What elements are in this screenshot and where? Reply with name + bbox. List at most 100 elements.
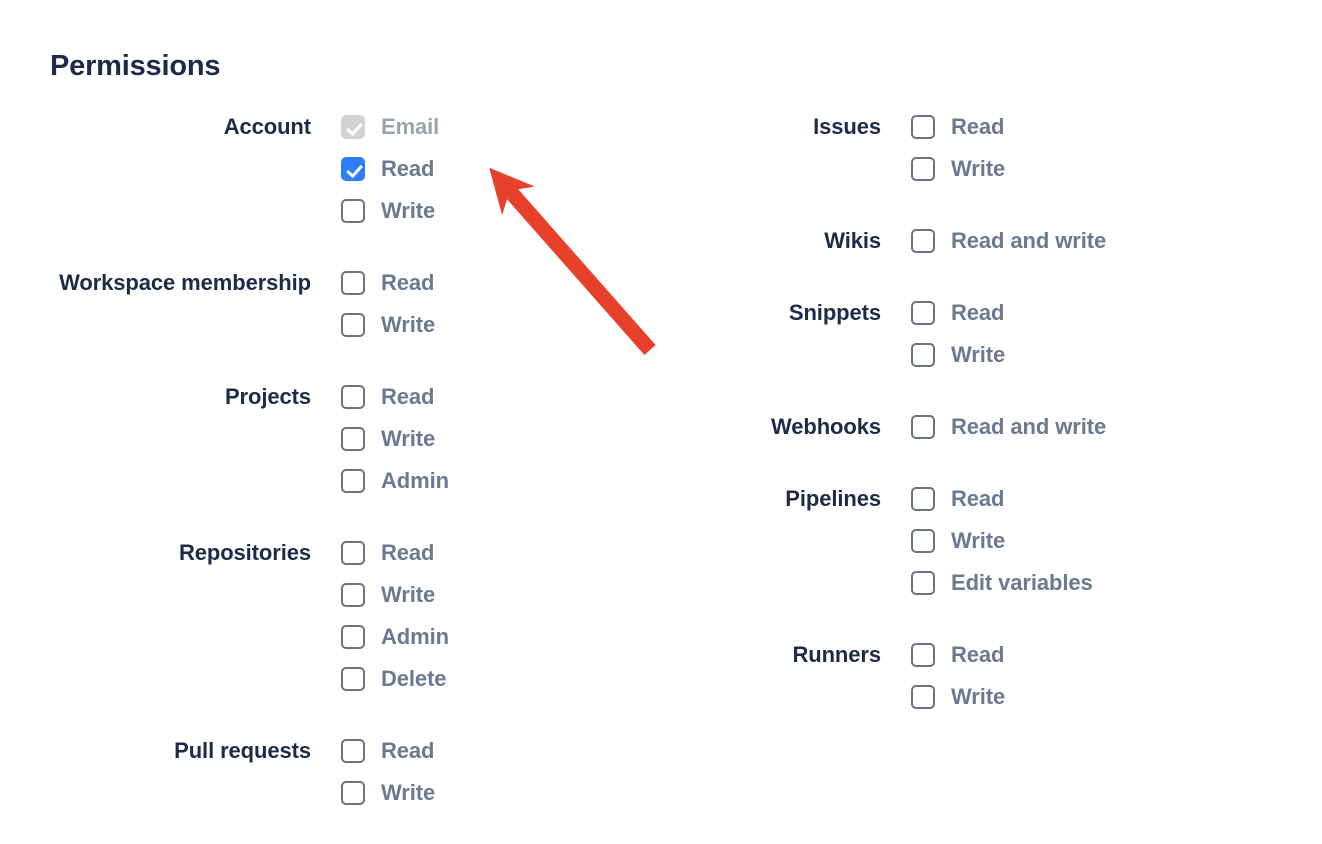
permission-group-label: Workspace membership bbox=[59, 270, 311, 295]
checkbox-unchecked-icon[interactable] bbox=[911, 529, 935, 553]
permission-group-label: Wikis bbox=[824, 228, 881, 253]
checkbox-unchecked-icon[interactable] bbox=[911, 343, 935, 367]
checkbox-unchecked-icon[interactable] bbox=[341, 667, 365, 691]
checkbox-label: Read bbox=[381, 156, 435, 181]
checkbox-label: Read and write bbox=[951, 228, 1107, 253]
permission-group-label: Account bbox=[223, 114, 311, 139]
checkbox-unchecked-icon[interactable] bbox=[341, 541, 365, 565]
checkbox-unchecked-icon[interactable] bbox=[341, 739, 365, 763]
checkbox-row[interactable]: Read bbox=[341, 376, 660, 418]
checkbox-label: Read bbox=[951, 486, 1005, 511]
checkbox-label: Admin bbox=[381, 624, 449, 649]
checkbox-label: Write bbox=[381, 582, 436, 607]
checkbox-unchecked-icon[interactable] bbox=[911, 301, 935, 325]
permission-group: Wikis Read and write bbox=[610, 220, 1270, 262]
permission-group-label: Issues bbox=[813, 114, 881, 139]
permission-group-label: Webhooks bbox=[770, 414, 881, 439]
checkbox-unchecked-icon[interactable] bbox=[911, 643, 935, 667]
checkbox-row[interactable]: Write bbox=[911, 334, 1270, 376]
checkbox-unchecked-icon[interactable] bbox=[911, 415, 935, 439]
checkbox-row[interactable]: Write bbox=[341, 574, 660, 616]
checkbox-label: Write bbox=[951, 684, 1006, 709]
checkbox-row[interactable]: Write bbox=[911, 676, 1270, 718]
checkbox-label: Read bbox=[381, 384, 435, 409]
permission-group-options: Read and write bbox=[911, 406, 1270, 448]
checkbox-unchecked-icon[interactable] bbox=[341, 469, 365, 493]
checkbox-row[interactable]: Read bbox=[911, 292, 1270, 334]
permission-group-label: Pipelines bbox=[785, 486, 881, 511]
checkbox-row[interactable]: Admin bbox=[341, 616, 660, 658]
checkbox-row[interactable]: Read bbox=[341, 262, 660, 304]
checkbox-row[interactable]: Read and write bbox=[911, 406, 1270, 448]
permission-group-label: Pull requests bbox=[174, 738, 311, 763]
checkbox-unchecked-icon[interactable] bbox=[341, 271, 365, 295]
checkbox-checked-icon[interactable] bbox=[341, 157, 365, 181]
checkbox-unchecked-icon[interactable] bbox=[911, 487, 935, 511]
permission-group-label: Snippets bbox=[788, 300, 881, 325]
checkbox-label: Write bbox=[381, 426, 436, 451]
checkbox-unchecked-icon[interactable] bbox=[341, 199, 365, 223]
checkbox-unchecked-icon[interactable] bbox=[341, 781, 365, 805]
checkbox-unchecked-icon[interactable] bbox=[911, 571, 935, 595]
checkbox-unchecked-icon[interactable] bbox=[911, 229, 935, 253]
checkbox-unchecked-icon[interactable] bbox=[341, 385, 365, 409]
checkbox-row[interactable]: Write bbox=[911, 148, 1270, 190]
checkbox-row[interactable]: Write bbox=[341, 772, 660, 814]
checkbox-label: Write bbox=[381, 312, 436, 337]
checkbox-row[interactable]: Read bbox=[911, 634, 1270, 676]
checkbox-label: Write bbox=[951, 156, 1006, 181]
checkbox-label: Read bbox=[381, 270, 435, 295]
checkbox-label: Read bbox=[381, 540, 435, 565]
checkbox-row[interactable]: Read and write bbox=[911, 220, 1270, 262]
checkbox-row[interactable]: Read bbox=[911, 478, 1270, 520]
permission-group-label: Projects bbox=[224, 384, 311, 409]
checkbox-label: Read bbox=[951, 642, 1005, 667]
checkbox-row[interactable]: Write bbox=[341, 304, 660, 346]
checkbox-row[interactable]: Read bbox=[341, 148, 660, 190]
checkbox-row[interactable]: Read bbox=[911, 106, 1270, 148]
checkbox-label: Email bbox=[381, 114, 440, 139]
checkbox-row[interactable]: Read bbox=[341, 730, 660, 772]
checkbox-row[interactable]: Write bbox=[911, 520, 1270, 562]
checkbox-unchecked-icon[interactable] bbox=[341, 427, 365, 451]
checkbox-row[interactable]: Admin bbox=[341, 460, 660, 502]
checkbox-unchecked-icon[interactable] bbox=[911, 685, 935, 709]
checkbox-unchecked-icon[interactable] bbox=[911, 115, 935, 139]
permission-group-label: Runners bbox=[792, 642, 881, 667]
checkbox-label: Admin bbox=[381, 468, 449, 493]
checkbox-label: Read bbox=[951, 300, 1005, 325]
checkbox-unchecked-icon[interactable] bbox=[911, 157, 935, 181]
checkbox-row[interactable]: Delete bbox=[341, 658, 660, 700]
checkbox-unchecked-icon[interactable] bbox=[341, 583, 365, 607]
checkbox-unchecked-icon[interactable] bbox=[341, 313, 365, 337]
permission-group-label: Repositories bbox=[178, 540, 311, 565]
checkbox-disabled-icon bbox=[341, 115, 365, 139]
checkbox-row[interactable]: Write bbox=[341, 190, 660, 232]
checkbox-label: Write bbox=[951, 342, 1006, 367]
checkbox-row[interactable]: Edit variables bbox=[911, 562, 1270, 604]
checkbox-unchecked-icon[interactable] bbox=[341, 625, 365, 649]
checkbox-label: Write bbox=[951, 528, 1006, 553]
checkbox-label: Read bbox=[381, 738, 435, 763]
checkbox-row[interactable]: Read bbox=[341, 532, 660, 574]
checkbox-label: Write bbox=[381, 780, 436, 805]
checkbox-row[interactable]: Write bbox=[341, 418, 660, 460]
